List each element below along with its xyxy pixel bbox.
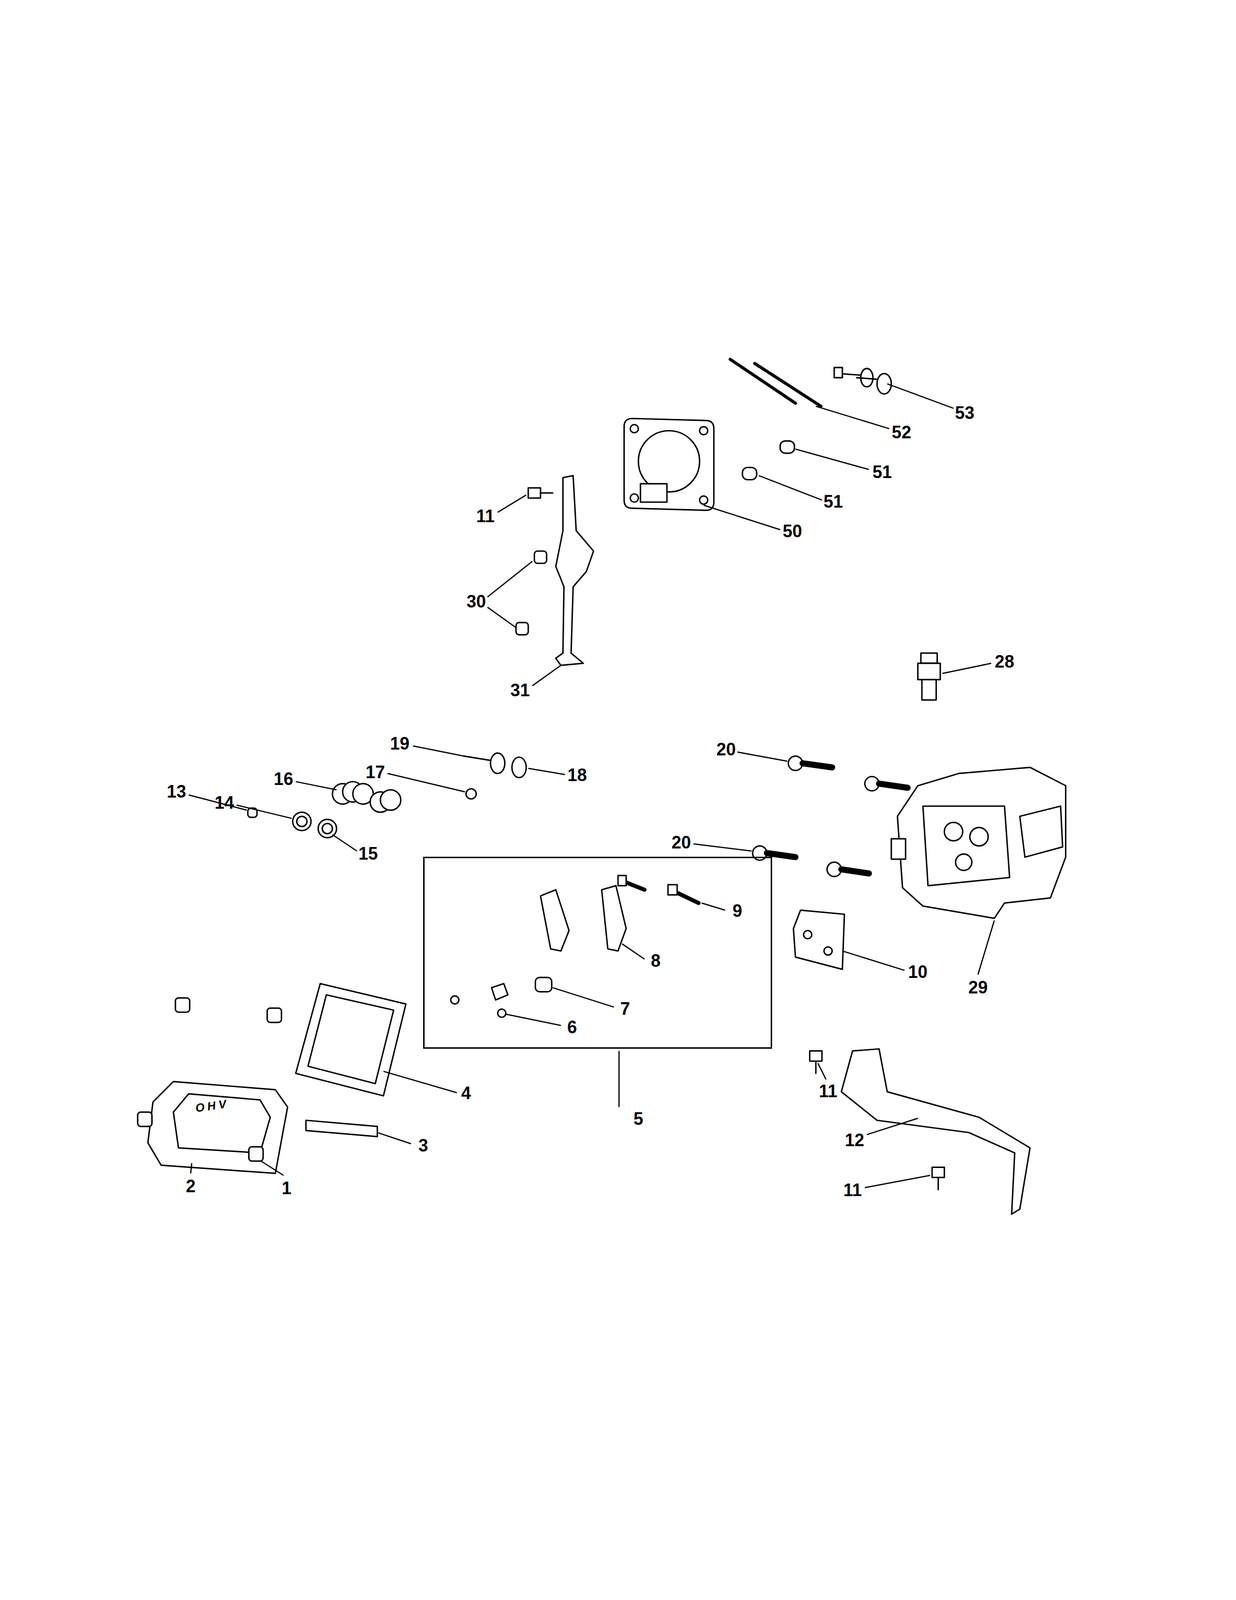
callout-number: 50 xyxy=(782,522,803,540)
callout-number: 30 xyxy=(466,592,487,611)
callout-number: 18 xyxy=(567,766,587,784)
callout-number: 3 xyxy=(418,1136,428,1155)
callout-number: 52 xyxy=(891,423,912,442)
callout-number: 8 xyxy=(650,951,661,970)
callout-number: 9 xyxy=(732,902,743,920)
callout-number: 31 xyxy=(510,681,530,699)
callout-number: 2 xyxy=(185,1177,196,1195)
callout-number: 1 xyxy=(281,1179,292,1197)
callout-number: 20 xyxy=(716,740,736,759)
callout-number: 12 xyxy=(844,1131,865,1149)
callout-number: 29 xyxy=(968,978,988,997)
callout-number: 51 xyxy=(823,492,843,511)
callout-number: 15 xyxy=(358,844,378,863)
callout-number: 7 xyxy=(620,999,631,1018)
callout-number: 28 xyxy=(994,652,1015,671)
callout-number: 5 xyxy=(633,1109,644,1128)
callout-number: 10 xyxy=(908,963,928,981)
callout-number: 4 xyxy=(460,1084,471,1102)
callout-number: 11 xyxy=(843,1181,862,1199)
callout-number: 14 xyxy=(214,793,235,812)
callout-number: 17 xyxy=(365,763,385,781)
callout-number: 13 xyxy=(166,782,187,801)
callout-number: 11 xyxy=(818,1082,838,1100)
callout-number: 16 xyxy=(273,770,294,788)
kit-box: 98765 xyxy=(423,856,773,1049)
callout-number: 51 xyxy=(872,463,892,481)
callout-number: 6 xyxy=(567,1018,577,1036)
callout-number: 53 xyxy=(954,404,975,422)
callout-number: 20 xyxy=(671,833,691,852)
callout-number: 11 xyxy=(475,507,495,525)
callout-number: 19 xyxy=(390,734,410,753)
